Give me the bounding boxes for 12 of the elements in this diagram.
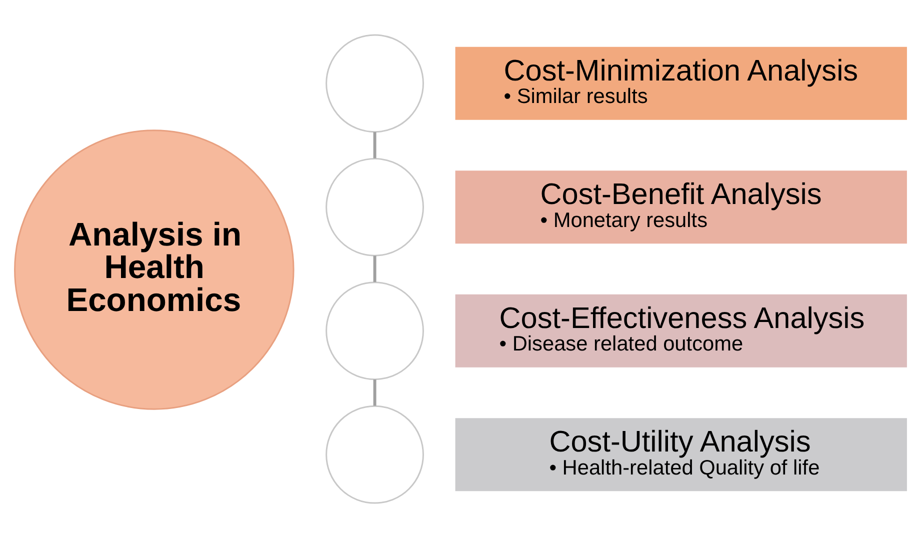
node-circle: Analysis in Health Economics: [14, 129, 294, 410]
node-box: Cost-Utility Analysis • Health-related Quality of life: [455, 418, 907, 491]
node-circle: [326, 157, 424, 256]
node-box: Cost-Effectiveness Analysis • Disease related outcome: [455, 294, 907, 367]
node-circle: [326, 34, 424, 132]
node-circle: [326, 404, 424, 504]
node-circle: [326, 281, 424, 380]
node-box: Cost-Minimization Analysis • Similar results: [455, 46, 907, 120]
connector: [373, 132, 376, 158]
connector: [373, 378, 376, 406]
connector: [373, 255, 376, 282]
node-box: Cost-Benefit Analysis • Monetary results: [455, 170, 907, 244]
